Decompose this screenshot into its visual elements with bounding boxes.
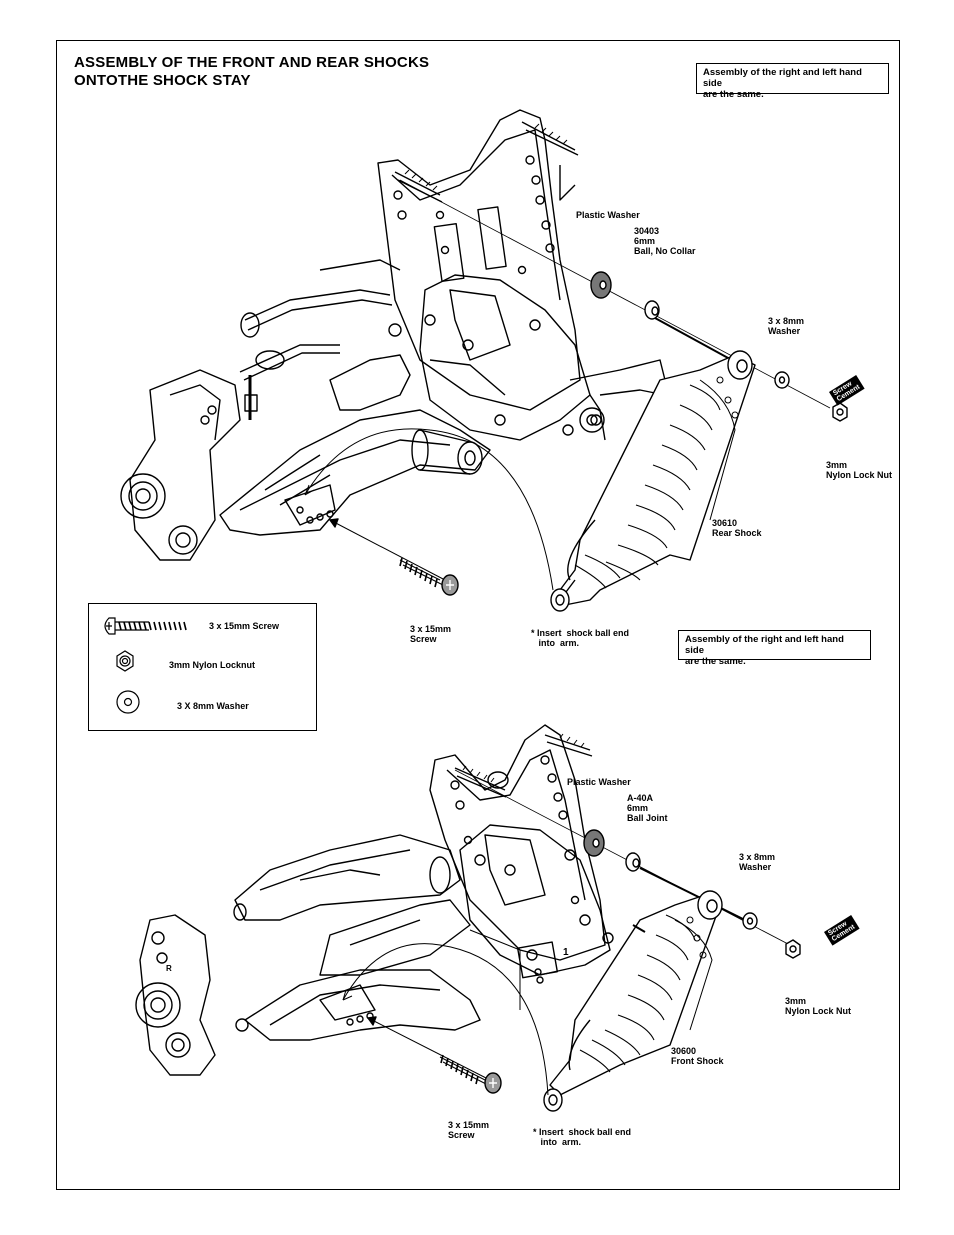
- rear-ball-line-2: 6mm: [634, 236, 656, 246]
- rear-washer-line-1: 3 x 8mm: [768, 316, 805, 326]
- legend-screw-label: 3 x 15mm Screw: [209, 621, 280, 631]
- front-washer-line-2: Washer: [739, 862, 772, 872]
- front-washer-line-1: 3 x 8mm: [739, 852, 776, 862]
- note-top-line-2: are the same.: [703, 89, 764, 100]
- legend-washer-icon: [116, 690, 140, 714]
- rear-ball-line-3: Ball, No Collar: [634, 246, 696, 256]
- front-ball-line-3: Ball Joint: [627, 813, 668, 823]
- parts-legend: 3 x 15mm Screw 3mm Nylon Locknut 3 X 8mm…: [88, 603, 317, 731]
- page-frame: [56, 40, 900, 1190]
- front-r-mark: R: [166, 964, 172, 973]
- front-shock-line-2: Front Shock: [671, 1056, 724, 1066]
- rear-ball-line-1: 30403: [634, 226, 660, 236]
- legend-locknut-label: 3mm Nylon Locknut: [169, 660, 256, 670]
- note-top-line-1: Assembly of the right and left hand side: [703, 67, 862, 89]
- rear-plastic-washer-label: Plastic Washer: [576, 210, 640, 220]
- rear-screw-line-1: 3 x 15mm: [410, 624, 452, 634]
- legend-screw-icon: [104, 617, 149, 635]
- rear-nut-line-1: 3mm: [826, 460, 848, 470]
- front-number-mark: 1: [563, 947, 569, 958]
- rear-shock-drawing: [550, 350, 756, 612]
- note-top: Assembly of the right and left hand side…: [696, 63, 889, 100]
- front-insert-line-1: * Insert shock ball end: [533, 1127, 632, 1137]
- legend-locknut-icon: [116, 650, 134, 672]
- note-middle-line-1: Assembly of the right and left hand side: [685, 634, 844, 656]
- title-line-1: ASSEMBLY OF THE FRONT AND REAR SHOCKS: [74, 54, 430, 71]
- front-insert-line-2: into arm.: [533, 1137, 582, 1147]
- rear-insert-line-1: * Insert shock ball end: [531, 628, 630, 638]
- front-shock-line-1: 30600: [671, 1046, 697, 1056]
- legend-washer-label: 3 X 8mm Washer: [177, 701, 249, 711]
- rear-screw-line-2: Screw: [410, 634, 437, 644]
- rear-insert-note: * Insert shock ball end into arm.: [531, 628, 629, 648]
- front-screw-drawing: [367, 1016, 502, 1094]
- front-insert-note: * Insert shock ball end into arm.: [533, 1127, 631, 1147]
- front-screw-line-2: Screw: [448, 1130, 475, 1140]
- legend-screw-thread-icon: [118, 621, 187, 631]
- front-nut-line-2: Nylon Lock Nut: [785, 1006, 852, 1016]
- rear-screw-drawing: [329, 518, 459, 596]
- front-ball-line-1: A-40A: [627, 793, 654, 803]
- rear-washer-line-2: Washer: [768, 326, 801, 336]
- rear-insert-line-2: into arm.: [531, 638, 580, 648]
- front-plastic-washer-label: Plastic Washer: [567, 777, 631, 787]
- rear-chassis-drawing: [120, 109, 666, 561]
- front-nut-line-1: 3mm: [785, 996, 807, 1006]
- page-title: ASSEMBLY OF THE FRONT AND REAR SHOCKS ON…: [74, 54, 429, 90]
- rear-shock-line-2: Rear Shock: [712, 528, 762, 538]
- rear-nut-line-2: Nylon Lock Nut: [826, 470, 893, 480]
- note-middle-line-2: are the same.: [685, 656, 746, 667]
- note-middle: Assembly of the right and left hand side…: [678, 630, 871, 667]
- rear-shock-line-1: 30610: [712, 518, 738, 528]
- front-ball-line-2: 6mm: [627, 803, 649, 813]
- front-screw-line-1: 3 x 15mm: [448, 1120, 490, 1130]
- front-shock-drawing: [543, 890, 723, 1112]
- title-line-2: ONTOTHE SHOCK STAY: [74, 72, 251, 89]
- legend-icons: [104, 617, 149, 714]
